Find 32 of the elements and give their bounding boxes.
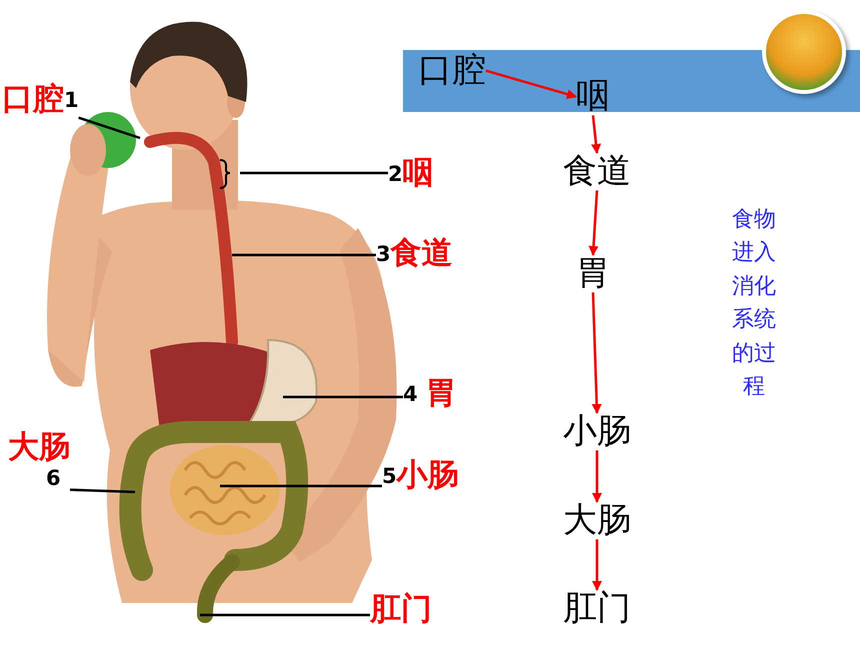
- arrow: [588, 190, 599, 256]
- arrow: [592, 539, 602, 591]
- arrow: [591, 115, 602, 154]
- arrow: [592, 292, 602, 414]
- arrow: [592, 450, 602, 503]
- flow-step: 口腔: [418, 52, 486, 90]
- leader-line: [283, 396, 403, 398]
- part-label: 食道: [390, 236, 453, 272]
- callout-number: 4: [403, 382, 418, 406]
- part-label: 大肠: [8, 430, 70, 466]
- part-label: 肛门: [370, 592, 432, 628]
- arrow: [486, 70, 577, 99]
- callout-number: 6: [46, 466, 61, 490]
- flow-step: 咽: [576, 78, 610, 116]
- leader-line: [70, 488, 136, 494]
- part-label: 口腔: [2, 82, 64, 118]
- vertical-note: 食物进入消化系统的过程: [731, 206, 778, 402]
- leader-line: [200, 614, 370, 616]
- flow-step: 大肠: [563, 502, 631, 540]
- part-label: 咽: [402, 156, 434, 192]
- leader-line: [240, 172, 388, 174]
- flow-step: 肛门: [563, 590, 631, 628]
- callout-number: 1: [64, 88, 79, 112]
- part-label: 胃: [426, 376, 457, 412]
- flow-step: 食道: [563, 153, 631, 190]
- leader-line: [232, 254, 376, 256]
- callout-number: 2: [388, 162, 403, 186]
- flow-step: 小肠: [563, 413, 631, 450]
- part-label: 小肠: [396, 458, 459, 494]
- callout-number: 3: [376, 242, 391, 266]
- flow-step: 胃: [576, 255, 610, 292]
- callout-number: 5: [382, 464, 397, 488]
